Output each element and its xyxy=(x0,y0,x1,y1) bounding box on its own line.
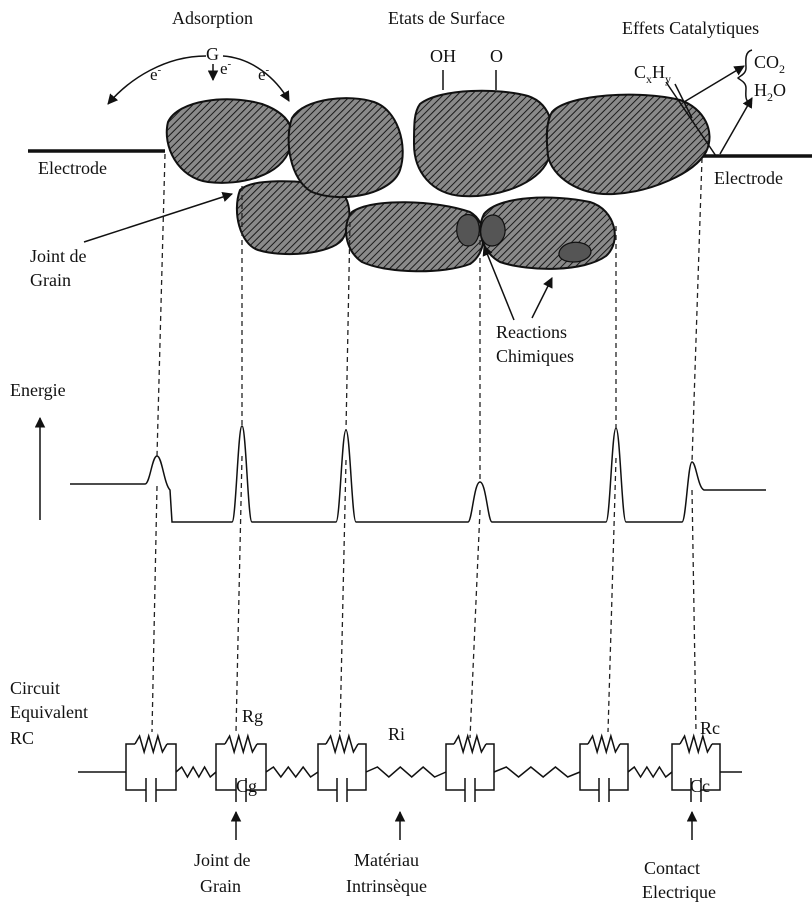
rc-block-3-lower-left xyxy=(317,772,337,791)
rc-block-4-left-frame xyxy=(445,743,454,772)
rc-block-2-lower-right xyxy=(246,772,267,791)
rc-block-6-resistor xyxy=(679,733,713,755)
grain-top-4 xyxy=(545,93,711,196)
electron-label-right: e- xyxy=(258,64,270,84)
materiau-line1: Matériau xyxy=(354,850,419,870)
ri-label: Ri xyxy=(388,724,405,744)
product-brace xyxy=(736,49,753,105)
header-catalytic-effects: Effets Catalytiques xyxy=(622,18,759,38)
reactions-arrow-2 xyxy=(531,277,553,319)
joint-grain-label-line1: Joint de xyxy=(30,246,87,266)
rc-block-3-right-frame xyxy=(358,743,367,772)
h2o-label: H2O xyxy=(754,80,786,104)
reactions-label-line1: Reactions xyxy=(496,322,567,342)
rc-block-5-left-frame xyxy=(579,743,588,772)
series-resistor-1 xyxy=(175,765,217,779)
rc-block-3-resistor xyxy=(325,733,359,755)
grain-top-3 xyxy=(412,89,554,198)
rc-block-4-lower-right xyxy=(475,772,495,791)
rc-block-5-lower-right xyxy=(609,772,629,791)
rc-block-5-lower-left xyxy=(579,772,599,791)
rc-block-1-lower-left xyxy=(125,772,146,791)
series-resistor-3 xyxy=(365,766,447,778)
contact-line2: Electrique xyxy=(642,882,716,902)
rc-block-2-resistor xyxy=(224,733,258,755)
rc-block-6-left-frame xyxy=(671,743,680,772)
surface-oh-label: OH xyxy=(430,46,456,66)
electron-arrow-right xyxy=(222,55,290,102)
joint-grain-arrow xyxy=(83,191,233,243)
rc-block-2-right-frame xyxy=(257,743,267,772)
header-adsorption: Adsorption xyxy=(172,8,253,28)
grain-bottom-2 xyxy=(345,201,485,273)
grain-top-2 xyxy=(287,97,404,199)
gas-molecule-g: G xyxy=(206,44,219,64)
h2o-arrow xyxy=(719,97,753,155)
joint-grain-label-line2: Grain xyxy=(30,270,71,290)
joint-grain-bottom-line1: Joint de xyxy=(194,850,251,870)
rc-block-4-right-frame xyxy=(486,743,495,772)
energy-label: Energie xyxy=(10,380,66,400)
reactions-arrow-1 xyxy=(482,245,515,321)
surface-o-label: O xyxy=(490,46,503,66)
rc-block-1-left-frame xyxy=(125,743,135,772)
circuit-title-line1: Circuit xyxy=(10,678,60,698)
grain-bottom-1 xyxy=(235,180,351,256)
rc-block-6-lower-right xyxy=(701,772,721,791)
rc-label: Rc xyxy=(700,718,720,738)
rc-block-3-lower-right xyxy=(347,772,367,791)
rc-block-3-left-frame xyxy=(317,743,326,772)
series-resistor-2 xyxy=(265,765,319,779)
rc-block-5-right-frame xyxy=(620,743,629,772)
rc-block-6-lower-left xyxy=(671,772,691,791)
series-resistor-5 xyxy=(627,765,673,779)
header-surface-states: Etats de Surface xyxy=(388,8,505,28)
reaction-spot-2 xyxy=(480,214,506,247)
rg-label: Rg xyxy=(242,706,263,726)
hydrocarbon-label: CxHy xyxy=(634,62,671,86)
reactions-label-line2: Chimiques xyxy=(496,346,574,366)
rc-block-5-resistor xyxy=(587,733,621,755)
energy-curve xyxy=(70,425,766,523)
electrode-right-label: Electrode xyxy=(714,168,783,188)
materiau-line2: Intrinsèque xyxy=(346,876,427,896)
circuit-title-line2: Equivalent xyxy=(10,702,88,722)
contact-line1: Contact xyxy=(644,858,700,878)
cg-label: Cg xyxy=(236,776,257,796)
co2-arrow xyxy=(683,65,745,103)
catalytic-line-in xyxy=(665,81,717,157)
joint-grain-bottom-line2: Grain xyxy=(200,876,241,896)
rc-block-2-lower-left xyxy=(215,772,236,791)
co2-label: CO2 xyxy=(754,52,785,76)
dashed-connector-3 xyxy=(339,221,351,733)
rc-block-1-lower-right xyxy=(156,772,177,791)
rc-block-4-resistor xyxy=(453,733,487,755)
rc-block-1-resistor xyxy=(134,733,168,755)
electron-label-left: e- xyxy=(150,64,162,84)
dashed-connector-2 xyxy=(235,186,243,733)
electrode-left-label: Electrode xyxy=(38,158,107,178)
electron-arrow-left xyxy=(107,55,207,105)
grain-top-1 xyxy=(165,98,294,184)
rc-block-6-right-frame xyxy=(712,743,721,772)
reaction-spot-1 xyxy=(456,213,480,247)
rc-circuit xyxy=(78,733,742,802)
rc-block-2-left-frame xyxy=(215,743,225,772)
dashed-connector-1 xyxy=(151,153,166,733)
cc-label: Cc xyxy=(690,776,710,796)
dashed-connector-4 xyxy=(469,240,481,739)
reaction-spot-3 xyxy=(558,241,592,263)
hydrocarbon-stem xyxy=(674,83,693,119)
series-resistor-4 xyxy=(493,766,581,778)
circuit-title-line3: RC xyxy=(10,728,34,748)
dashed-connector-6 xyxy=(691,157,703,733)
electron-label-center: e- xyxy=(220,58,232,78)
rc-block-1-right-frame xyxy=(167,743,177,772)
rc-block-4-lower-left xyxy=(445,772,465,791)
dashed-connector-5 xyxy=(607,226,617,733)
